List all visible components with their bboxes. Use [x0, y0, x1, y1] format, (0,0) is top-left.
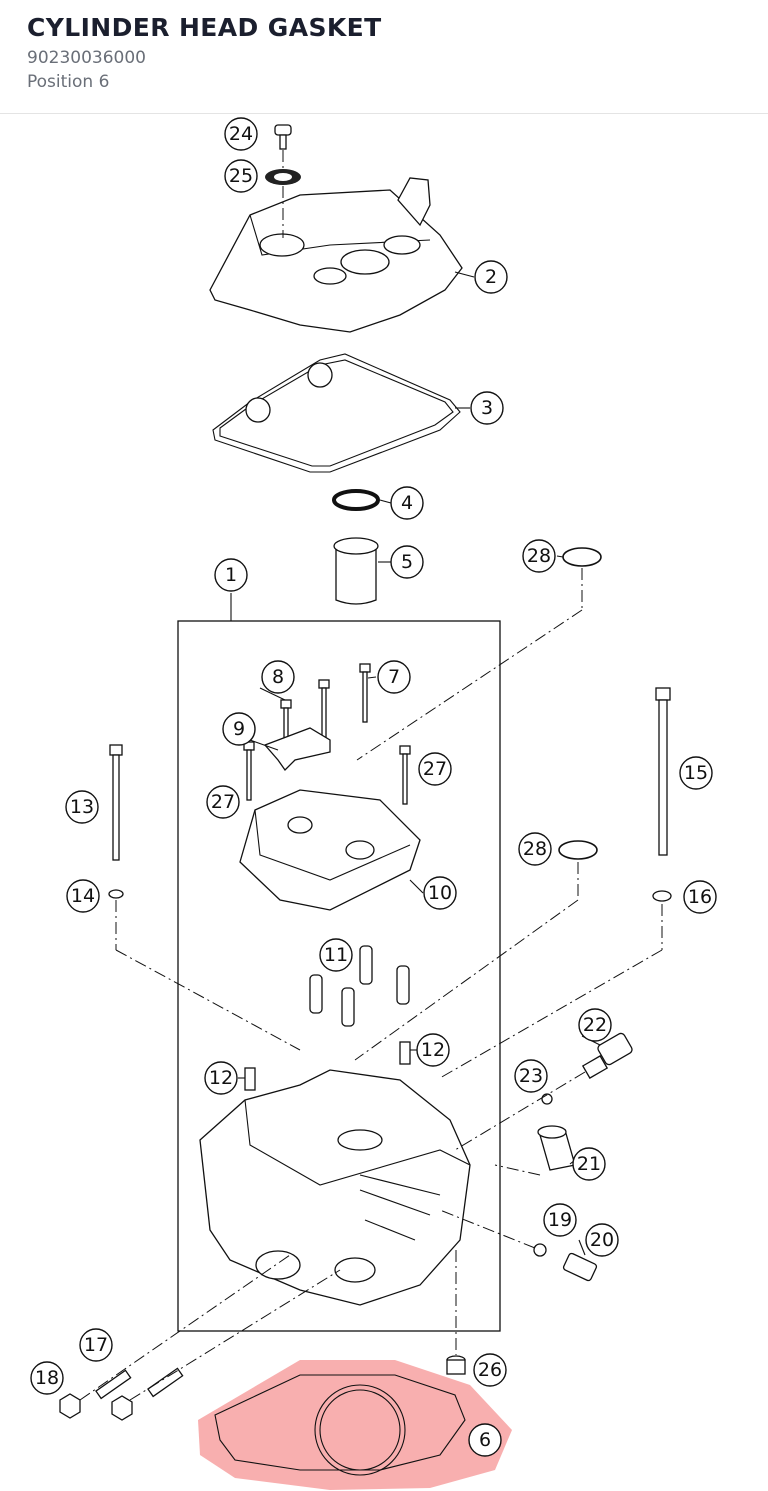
svg-text:22: 22	[583, 1014, 607, 1036]
cylinder-head-gasket-part-6[interactable]	[214, 1374, 466, 1476]
callout-20[interactable]: 20	[585, 1223, 619, 1257]
o-ring-part-28-lower[interactable]	[558, 840, 598, 860]
svg-text:14: 14	[71, 885, 95, 907]
svg-text:28: 28	[527, 545, 551, 567]
svg-text:27: 27	[423, 758, 447, 780]
washer-part-14[interactable]	[108, 889, 124, 899]
svg-text:17: 17	[84, 1334, 108, 1356]
svg-text:3: 3	[481, 397, 493, 419]
svg-text:12: 12	[209, 1067, 233, 1089]
callout-22[interactable]: 22	[578, 1008, 612, 1042]
highlight-part-6[interactable]	[198, 1360, 512, 1490]
callout-19[interactable]: 19	[543, 1203, 577, 1237]
plug-part-26[interactable]	[446, 1355, 466, 1375]
svg-text:11: 11	[324, 944, 348, 966]
dowel-part-12-b[interactable]	[399, 1041, 411, 1065]
callout-3[interactable]: 3	[470, 391, 504, 425]
o-ring-part-28[interactable]	[562, 547, 602, 567]
svg-text:5: 5	[401, 551, 413, 573]
svg-text:4: 4	[401, 492, 413, 514]
callout-25[interactable]: 25	[224, 159, 258, 193]
valve-cover-part[interactable]	[209, 177, 463, 333]
nuts-part-18[interactable]	[59, 1393, 133, 1421]
valve-cover-gasket-part-3[interactable]	[212, 353, 461, 473]
callout-28[interactable]: 28	[522, 539, 556, 573]
bolts-part-7-8[interactable]	[243, 663, 411, 805]
callout-5[interactable]: 5	[390, 545, 424, 579]
camshaft-carrier[interactable]	[239, 789, 421, 911]
position-label: Position 6	[27, 72, 110, 92]
svg-text:24: 24	[229, 123, 253, 145]
callout-4[interactable]: 4	[390, 486, 424, 520]
bolt-part-24[interactable]	[274, 124, 292, 150]
svg-text:6: 6	[479, 1429, 491, 1451]
svg-text:20: 20	[590, 1229, 614, 1251]
callout-21[interactable]: 21	[572, 1147, 606, 1181]
callout-11[interactable]: 11	[319, 938, 353, 972]
svg-text:12: 12	[421, 1039, 445, 1061]
bolt-part-13[interactable]	[109, 744, 123, 861]
svg-text:21: 21	[577, 1153, 601, 1175]
callout-18[interactable]: 18	[30, 1361, 64, 1395]
valve-guides-part-11[interactable]	[309, 945, 410, 1027]
sleeve-part-21[interactable]	[537, 1125, 576, 1171]
washer-part-16[interactable]	[652, 890, 672, 902]
sensor-part-20[interactable]	[562, 1252, 598, 1282]
callout-14[interactable]: 14	[66, 879, 100, 913]
svg-text:15: 15	[684, 762, 708, 784]
callout-12-b[interactable]: 12	[204, 1061, 238, 1095]
callout-28-b[interactable]: 28	[518, 832, 552, 866]
chain-guide-part-9[interactable]	[263, 727, 331, 772]
svg-text:9: 9	[233, 718, 245, 740]
callout-15[interactable]: 15	[679, 756, 713, 790]
svg-text:23: 23	[519, 1065, 543, 1087]
header: CYLINDER HEAD GASKET 90230036000 Positio…	[0, 0, 768, 114]
callout-26[interactable]: 26	[473, 1353, 507, 1387]
callout-17[interactable]: 17	[79, 1328, 113, 1362]
svg-text:10: 10	[428, 882, 452, 904]
dowel-part-12[interactable]	[244, 1067, 256, 1091]
exploded-parts-diagram: 24 25 2 3 4 5 28 1 8 7 9 27 27 13 15 14 …	[30, 117, 717, 1490]
svg-text:16: 16	[688, 886, 712, 908]
callout-1[interactable]: 1	[214, 558, 248, 592]
callout-9[interactable]: 9	[222, 712, 256, 746]
o-ring-part-4[interactable]	[332, 489, 380, 511]
svg-text:7: 7	[388, 666, 400, 688]
callout-23[interactable]: 23	[514, 1059, 548, 1093]
plug-part-5[interactable]	[333, 537, 379, 605]
washer-part-19[interactable]	[533, 1243, 547, 1257]
callout-12[interactable]: 12	[416, 1033, 450, 1067]
callout-2[interactable]: 2	[474, 260, 508, 294]
svg-text:18: 18	[35, 1367, 59, 1389]
page-title: CYLINDER HEAD GASKET	[27, 13, 382, 42]
sensor-part-22[interactable]	[581, 1032, 634, 1079]
callout-13[interactable]: 13	[65, 790, 99, 824]
cylinder-head-assembly-box	[177, 620, 501, 1332]
callout-24[interactable]: 24	[224, 117, 258, 151]
svg-text:28: 28	[523, 838, 547, 860]
svg-text:25: 25	[229, 165, 253, 187]
svg-text:1: 1	[225, 564, 237, 586]
svg-text:27: 27	[211, 791, 235, 813]
callout-8[interactable]: 8	[261, 660, 295, 694]
callout-27-b[interactable]: 27	[206, 785, 240, 819]
bolt-part-15[interactable]	[655, 687, 671, 856]
svg-text:26: 26	[478, 1359, 502, 1381]
svg-text:19: 19	[548, 1209, 572, 1231]
svg-text:8: 8	[272, 666, 284, 688]
svg-text:2: 2	[485, 266, 497, 288]
callout-10[interactable]: 10	[423, 876, 457, 910]
callout-16[interactable]: 16	[683, 880, 717, 914]
callout-7[interactable]: 7	[377, 660, 411, 694]
svg-text:13: 13	[70, 796, 94, 818]
cylinder-head-part-1[interactable]	[199, 1069, 471, 1306]
callout-27[interactable]: 27	[418, 752, 452, 786]
studs-part-17[interactable]	[95, 1367, 184, 1400]
washer-part-23[interactable]	[541, 1093, 553, 1105]
callout-6[interactable]: 6	[468, 1423, 502, 1457]
seal-washer-part-25[interactable]	[265, 169, 301, 185]
part-number: 90230036000	[27, 48, 146, 68]
